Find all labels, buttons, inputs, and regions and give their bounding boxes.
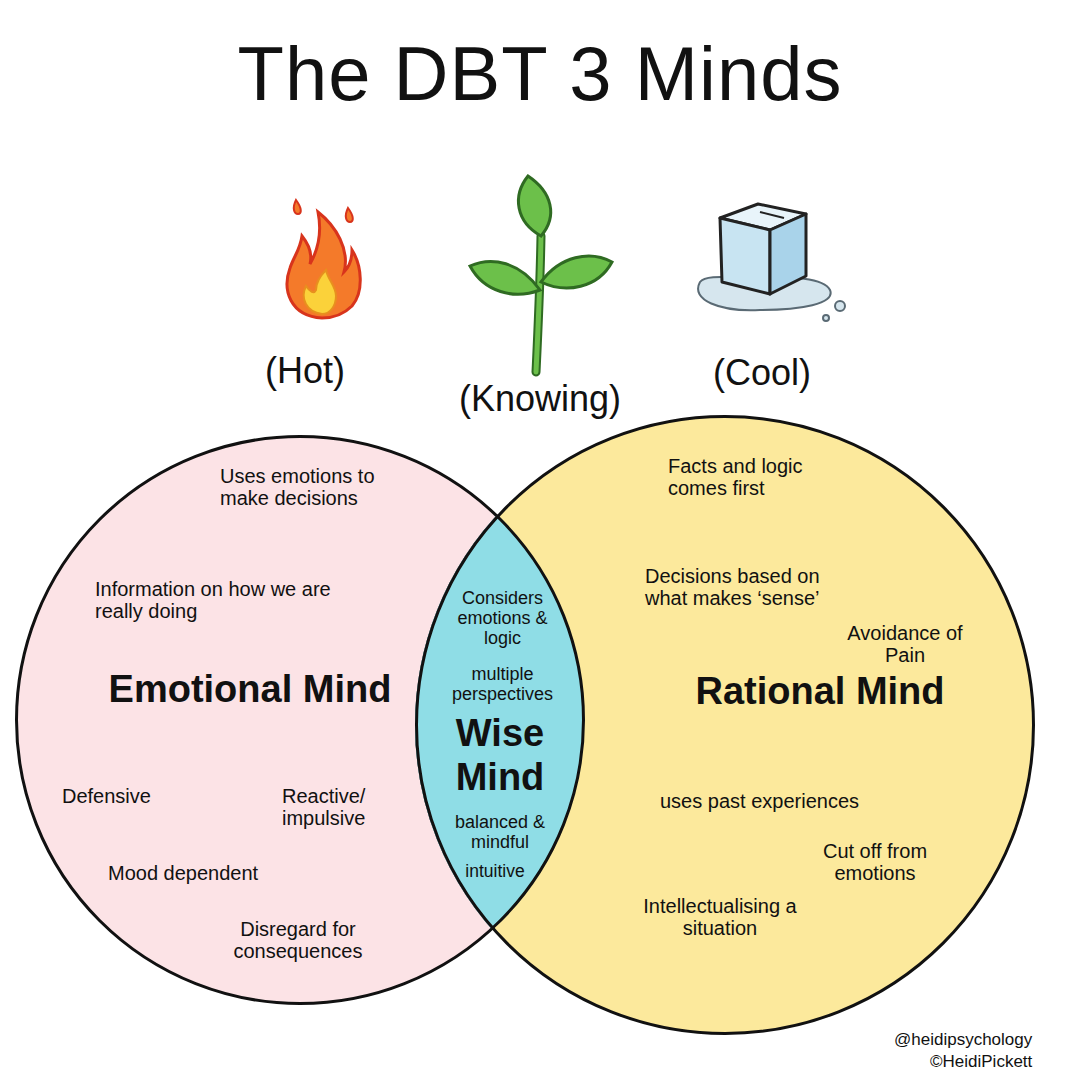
credit-text: ©HeidiPickett	[930, 1052, 1032, 1072]
mind-trait: Disregard for consequences	[198, 918, 398, 963]
mind-trait: Uses emotions to make decisions	[220, 465, 395, 510]
mind-trait: uses past experiences	[660, 790, 900, 812]
mind-trait: balanced & mindful	[445, 812, 555, 852]
mind-name: Rational Mind	[665, 670, 975, 714]
icon-caption: (Knowing)	[459, 378, 621, 420]
mind-trait: Decisions based on what makes ‘sense’	[645, 565, 820, 610]
icon-caption: (Hot)	[265, 350, 345, 392]
mind-trait: Considers emotions & logic	[440, 588, 565, 648]
mind-trait: Cut off from emotions	[800, 840, 950, 885]
plant-icon	[470, 176, 612, 372]
mind-trait: Reactive/ impulsive	[282, 785, 407, 830]
mind-trait: Avoidance of Pain	[835, 622, 975, 667]
mind-trait: Mood dependent	[108, 862, 308, 884]
mind-trait: multiple perspectives	[430, 664, 575, 704]
mind-trait: Intellectualising a situation	[615, 895, 825, 940]
icon-caption: (Cool)	[713, 352, 811, 394]
mind-name: Wise Mind	[420, 712, 580, 799]
ice-cube-icon	[698, 204, 845, 321]
mind-trait: Information on how we are really doing	[95, 578, 335, 623]
credit-text: @heidipsychology	[894, 1030, 1032, 1050]
mind-trait: intuitive	[455, 862, 535, 882]
wise-mind-overlap: Considers emotions & logic multiple persp…	[415, 505, 585, 935]
mind-trait: Facts and logic comes first	[668, 455, 843, 500]
mind-trait: Defensive	[62, 785, 192, 807]
mind-name: Emotional Mind	[95, 668, 405, 712]
fire-icon	[287, 200, 360, 318]
diagram-title: The DBT 3 Minds	[0, 30, 1080, 117]
